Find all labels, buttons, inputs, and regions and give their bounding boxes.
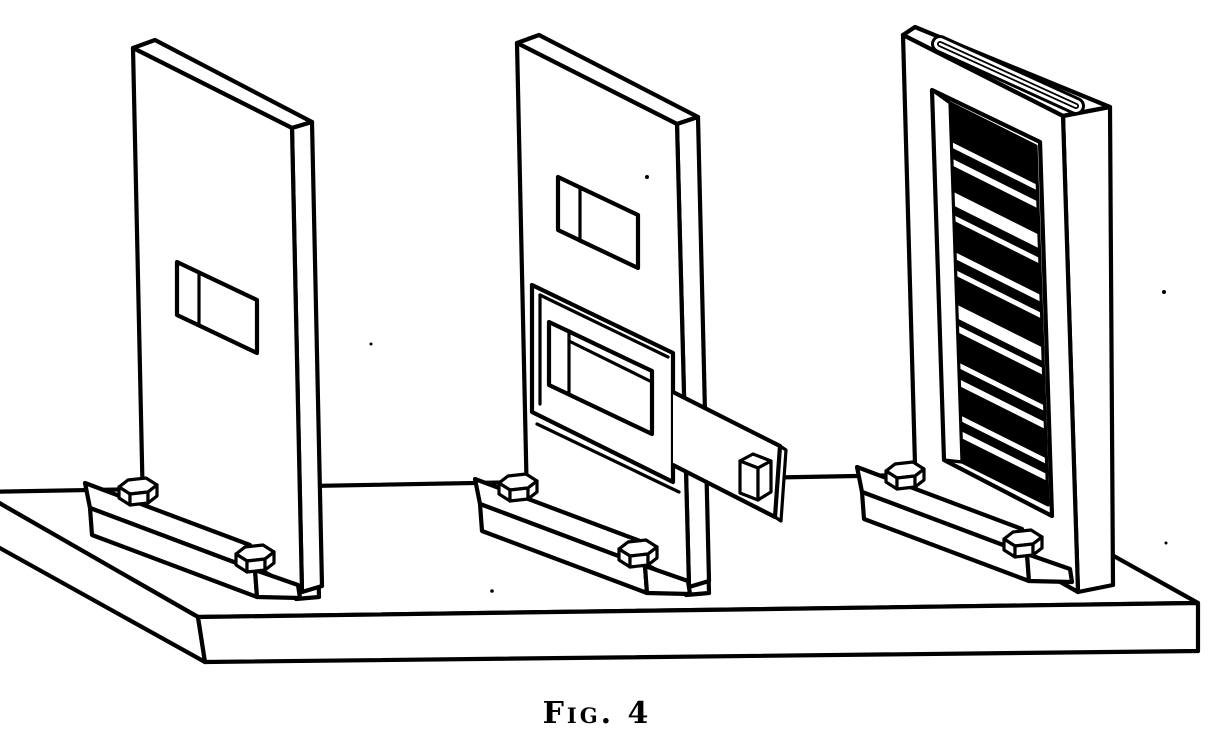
- lamination-panel: [950, 103, 1048, 505]
- slide-bar-lug-front: [738, 459, 760, 502]
- middle-assembly: [472, 32, 788, 598]
- recess-bevel: [930, 88, 952, 105]
- boss-base-edge: [535, 422, 681, 494]
- hex-bolt-face: [508, 486, 530, 503]
- base-plate-front-face: [195, 600, 1201, 665]
- speckle-dot: [645, 175, 649, 179]
- slide-bar-edge-in-opening: [567, 339, 654, 384]
- slide-bar-lug-side: [756, 459, 773, 502]
- lamination-gap: [950, 371, 1048, 435]
- hex-bolt: [1002, 528, 1044, 559]
- hex-bolt-face: [245, 557, 267, 574]
- right-upright-recess-frame: [929, 87, 1055, 519]
- left-upright-slot-inner-edge: [197, 271, 259, 302]
- left-upright-slot-bevel: [175, 313, 201, 327]
- hex-bolt-face: [628, 552, 650, 569]
- middle-upright-upper-slot-bevel: [556, 228, 582, 243]
- boss-opening-inner-edge: [567, 329, 654, 373]
- speckle-dot: [1164, 541, 1168, 545]
- hex-bolt-face: [1013, 542, 1035, 559]
- lamination-gap: [950, 354, 1048, 418]
- hex-bolt-face: [913, 467, 926, 489]
- hex-bolt: [234, 543, 276, 574]
- bracket-web: [252, 567, 303, 601]
- hex-bolt-face: [263, 550, 276, 572]
- bracket-web: [1024, 551, 1075, 585]
- hex-bolt-face: [895, 474, 917, 491]
- left-upright-slot-inner-edge: [197, 323, 259, 355]
- boss-opening-bevel: [547, 320, 571, 333]
- lamination-gap: [950, 318, 1048, 382]
- hex-bolt-face: [128, 490, 150, 507]
- middle-upright-upper-slot-inner-edge: [578, 239, 640, 270]
- print-speckles: [369, 175, 1168, 593]
- hex-bolt-face: [1031, 535, 1044, 557]
- left-assembly: [82, 37, 325, 602]
- figure-caption: Fig. 4: [542, 696, 652, 731]
- middle-upright-boss: [529, 282, 676, 485]
- lamination-gap: [950, 298, 1048, 368]
- lamination-stack: [950, 103, 1048, 505]
- lamination-panel-outline: [948, 101, 1050, 507]
- boss-opening-bevel: [547, 383, 571, 396]
- bracket-web: [642, 563, 693, 597]
- hex-bolt: [884, 460, 926, 491]
- left-upright-slot-bevel: [175, 260, 201, 275]
- hex-bolt-face: [526, 479, 539, 501]
- left-upright-front-face: [130, 45, 305, 595]
- slide-bar-outline: [670, 389, 783, 520]
- right-upright-top-slot: [938, 42, 1078, 108]
- speckle-dot: [369, 342, 373, 346]
- hex-bolt-face: [146, 483, 159, 505]
- slide-bar-end-face: [773, 444, 788, 523]
- boss-inner-edge: [538, 293, 670, 359]
- hex-bolt-face: [646, 545, 659, 567]
- speckle-dot: [490, 589, 494, 593]
- right-assembly: [854, 24, 1116, 595]
- middle-upright-upper-slot-bevel: [556, 175, 582, 190]
- recess-bevel: [942, 458, 964, 464]
- middle-upright-upper-slot-inner-edge: [578, 186, 640, 217]
- lamination-gap: [950, 246, 1048, 310]
- hex-bolt: [497, 472, 539, 503]
- hex-bolt: [617, 538, 659, 569]
- hex-bolt: [117, 476, 159, 507]
- speckle-dot: [1162, 290, 1166, 294]
- lamination-gap: [950, 263, 1048, 327]
